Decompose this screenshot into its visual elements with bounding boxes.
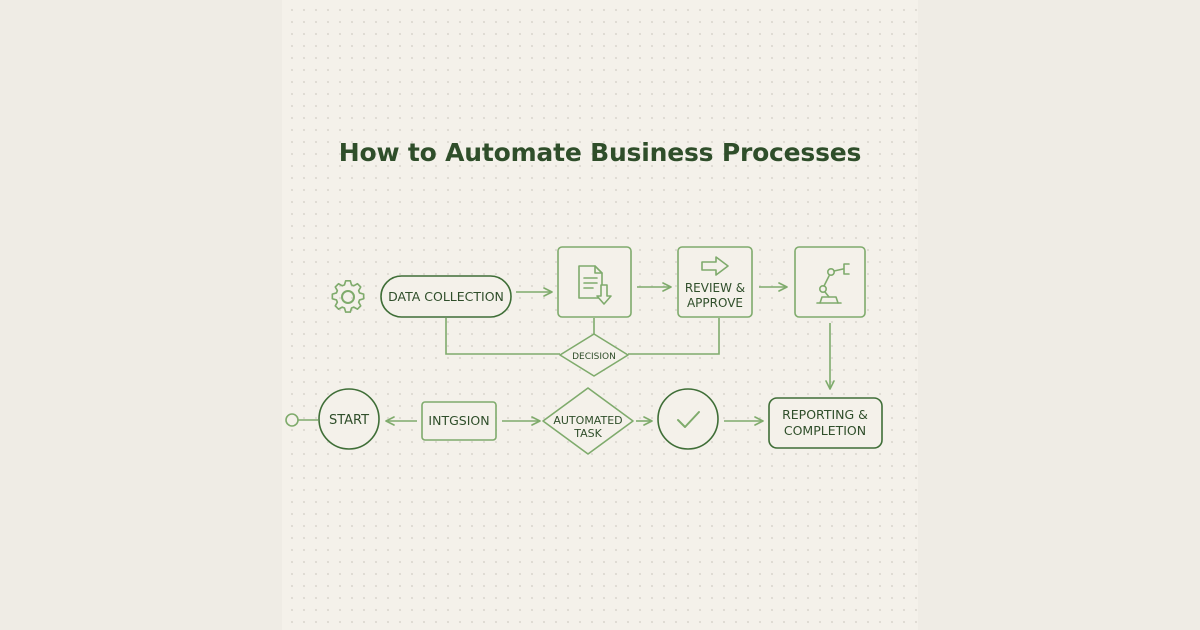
reporting-completion-node: REPORTING & COMPLETION — [768, 397, 883, 449]
document-download-icon — [578, 265, 612, 305]
terminal-dot — [285, 413, 299, 427]
check-node — [657, 388, 719, 450]
connector-data-to-decision — [445, 318, 560, 355]
connector-decision-to-review — [628, 318, 720, 355]
decision-node: DECISION — [559, 333, 629, 377]
robot-arm-icon — [816, 263, 850, 304]
automated-task-node: AUTOMATED TASK — [542, 387, 634, 455]
gear-icon — [331, 279, 365, 313]
robot-arm-node — [794, 246, 866, 318]
document-node — [557, 246, 632, 318]
start-label: START — [329, 413, 369, 428]
integration-node: INTGSION — [421, 401, 497, 441]
review-label-line1: REVIEW & — [685, 281, 745, 295]
integration-label: INTGSION — [428, 413, 489, 428]
reporting-label-line1: REPORTING & — [782, 407, 868, 422]
data-collection-label: DATA COLLECTION — [388, 289, 504, 304]
review-approve-node: REVIEW & APPROVE — [677, 246, 753, 318]
page-title: How to Automate Business Processes — [338, 138, 862, 167]
start-node: START — [318, 388, 380, 450]
automated-label-line1: AUTOMATED — [553, 414, 622, 427]
data-collection-node: DATA COLLECTION — [380, 275, 512, 318]
review-label-line2: APPROVE — [687, 296, 743, 310]
automated-label-line2: TASK — [573, 427, 602, 440]
checkmark-icon — [677, 411, 700, 428]
reporting-label-line2: COMPLETION — [784, 423, 866, 438]
arrow-right-icon — [701, 256, 729, 276]
decision-label: DECISION — [572, 352, 616, 362]
